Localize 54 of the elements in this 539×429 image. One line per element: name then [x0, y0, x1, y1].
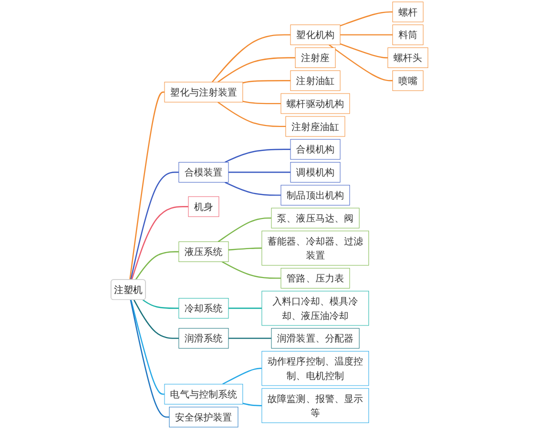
node-box: 润滑装置、分配器	[271, 328, 360, 349]
node-box: 机身	[188, 196, 220, 217]
node-box: 螺杆驱动机构	[280, 93, 350, 114]
connector	[242, 100, 281, 104]
node-box: 料筒	[392, 24, 424, 46]
connector	[340, 43, 388, 58]
node-box: 制品顶出机构	[280, 184, 350, 206]
node-box: 调模机构	[290, 162, 340, 183]
connector	[135, 251, 179, 280]
connector	[228, 172, 290, 173]
node-box: 液压系统	[178, 241, 229, 262]
connector	[222, 368, 262, 385]
connector	[228, 308, 262, 309]
node-box: 塑化与注射装置	[164, 82, 244, 102]
node-box: 动作程序控制、温度控制、电机控制	[262, 350, 369, 386]
node-box: 塑化机构	[290, 24, 340, 46]
connector	[130, 300, 165, 395]
connector	[222, 261, 281, 279]
connector	[242, 402, 262, 406]
node-box: 喷嘴	[392, 70, 424, 91]
node-box: 安全保护装置	[169, 406, 238, 428]
node-box: 螺杆	[392, 2, 424, 22]
connector	[212, 34, 290, 82]
connector	[130, 172, 179, 280]
node-box: 蓄能器、冷却器、过滤装置	[262, 230, 369, 266]
connector	[131, 206, 188, 280]
connector	[340, 11, 393, 26]
node-box: 润滑系统	[178, 328, 229, 349]
connector	[218, 217, 272, 242]
connector	[340, 34, 393, 36]
node-box: 注射座	[295, 47, 336, 68]
node-box: 注射油缸	[290, 70, 340, 91]
node-box: 注射座油缸	[285, 116, 346, 137]
connector	[224, 148, 290, 163]
connector	[130, 300, 170, 418]
connector	[133, 300, 179, 339]
connector	[142, 299, 179, 309]
node-box: 电气与控制系统	[164, 384, 244, 404]
node-box: 入料口冷却、模具冷却、液压油冷却	[262, 290, 369, 326]
node-box: 管路、压力表	[280, 268, 350, 288]
connector	[228, 338, 272, 339]
node-box: 泵、液压马达、阀	[271, 208, 360, 228]
connector	[228, 248, 262, 250]
connector	[242, 80, 290, 84]
node-box: 故障监测、报警、显示等	[262, 388, 369, 424]
connector	[328, 44, 393, 82]
connector	[218, 57, 296, 83]
node-box: 螺杆头	[388, 47, 428, 68]
node-box: 合模机构	[290, 139, 340, 160]
node-box: 合模装置	[178, 162, 229, 183]
connector	[218, 102, 286, 128]
node-box: 冷却系统	[178, 298, 229, 319]
connector	[129, 92, 165, 280]
connector	[224, 182, 281, 196]
